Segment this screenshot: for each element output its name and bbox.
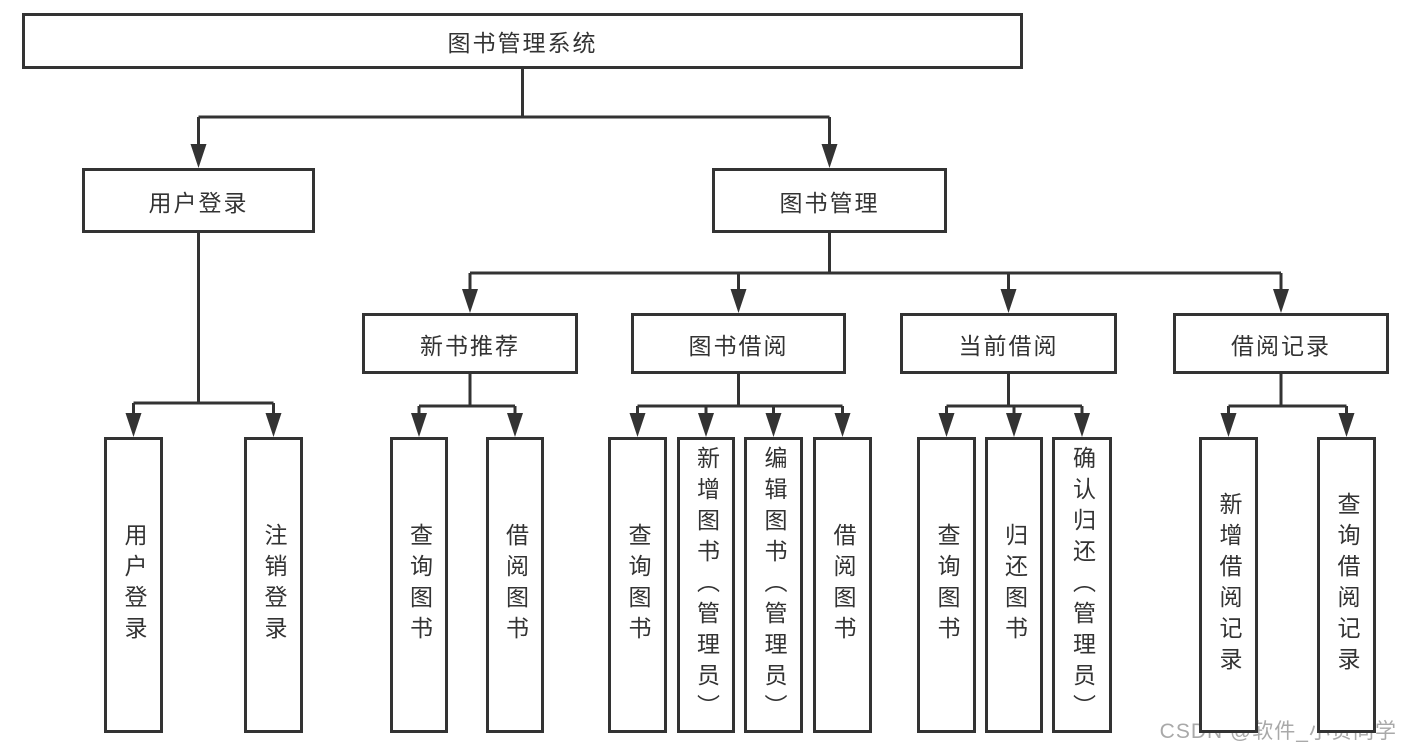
node-leaf-borrow-book-2: 借阅图书 bbox=[813, 437, 872, 733]
node-leaf-add-book: 新增图书（管理员） bbox=[677, 437, 735, 733]
node-book-management: 图书管理 bbox=[712, 168, 947, 233]
node-leaf-query-book-2: 查询图书 bbox=[608, 437, 667, 733]
node-leaf-add-borrow-rec: 新增借阅记录 bbox=[1199, 437, 1258, 733]
node-leaf-borrow-book-1: 借阅图书 bbox=[486, 437, 544, 733]
node-root: 图书管理系统 bbox=[22, 13, 1023, 69]
node-leaf-return-book: 归还图书 bbox=[985, 437, 1043, 733]
node-user-login: 用户登录 bbox=[82, 168, 315, 233]
node-leaf-user-login: 用户登录 bbox=[104, 437, 163, 733]
node-book-borrow: 图书借阅 bbox=[631, 313, 846, 374]
node-leaf-query-book-3: 查询图书 bbox=[917, 437, 976, 733]
node-current-borrow: 当前借阅 bbox=[900, 313, 1117, 374]
node-leaf-query-book-1: 查询图书 bbox=[390, 437, 448, 733]
node-leaf-query-borrow-rec: 查询借阅记录 bbox=[1317, 437, 1376, 733]
node-borrow-records: 借阅记录 bbox=[1173, 313, 1389, 374]
node-leaf-confirm-return: 确认归还（管理员） bbox=[1052, 437, 1112, 733]
node-leaf-edit-book: 编辑图书（管理员） bbox=[744, 437, 803, 733]
node-leaf-logout: 注销登录 bbox=[244, 437, 303, 733]
node-new-book-recommend: 新书推荐 bbox=[362, 313, 578, 374]
